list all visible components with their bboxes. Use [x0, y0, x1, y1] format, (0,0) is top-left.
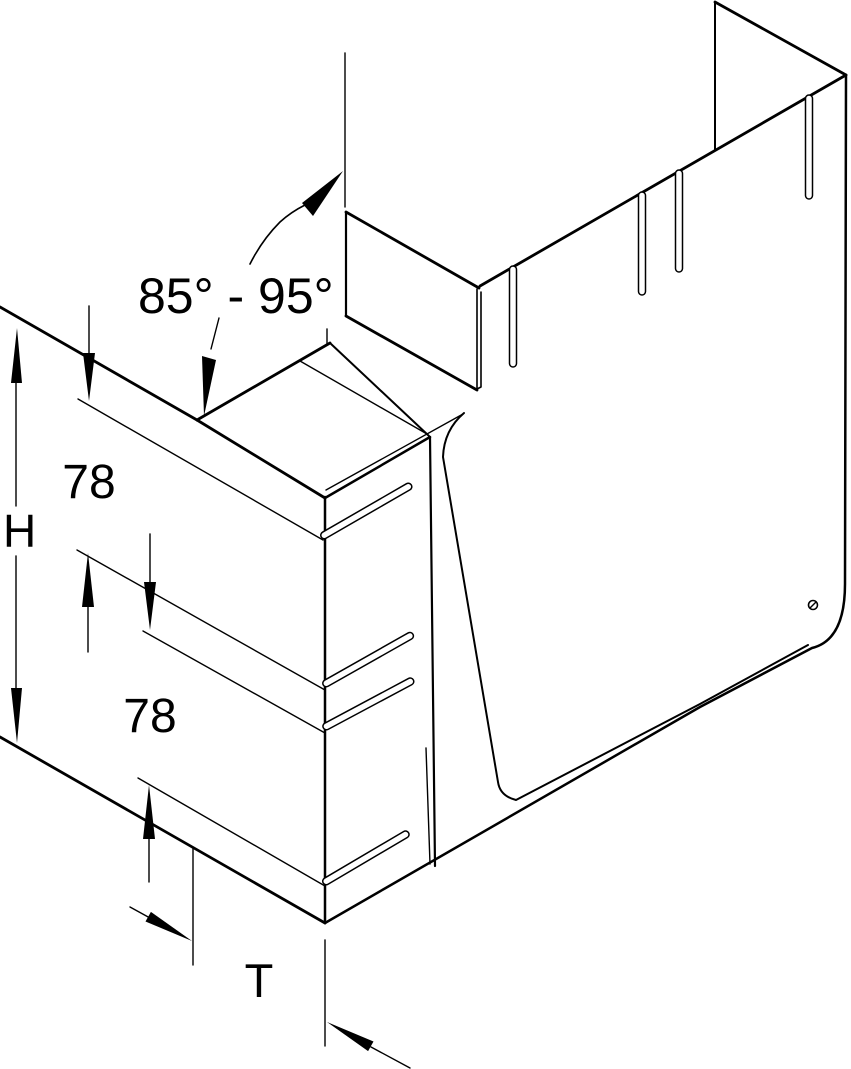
angle-range-label: 85° - 95° [138, 268, 334, 324]
front-top-edge-inner [325, 413, 464, 491]
slot-reference-line [77, 398, 324, 541]
front-slot [322, 677, 415, 731]
angle-leader-line [210, 317, 220, 350]
angle-arrowhead [202, 356, 216, 416]
front-top-edge [323, 435, 432, 500]
dimension-H: H [3, 328, 36, 743]
dim-arrowhead-down [83, 353, 95, 401]
arm-bottom-edge [0, 735, 327, 925]
dim-arrowhead-left [327, 1022, 374, 1052]
spacing-upper-label: 78 [62, 456, 115, 509]
outer-wall [323, 0, 848, 925]
wall-inner-edge [442, 412, 809, 801]
front-slot [320, 482, 413, 540]
dim-arrowhead-down [144, 582, 156, 630]
flap-bottom-edge [344, 314, 479, 392]
dim-arrowhead-up [143, 785, 155, 839]
height-label: H [3, 505, 36, 557]
hinge-fold-edge [195, 418, 327, 500]
dimension-78-lower: 78 [123, 533, 177, 883]
dim-shaft [370, 1046, 411, 1069]
front-right-edge [428, 435, 437, 868]
dimension-78-upper: 78 [62, 305, 116, 653]
joint-flap [344, 210, 482, 392]
slot-reference-line [142, 630, 326, 734]
front-right-edge-inner [425, 747, 431, 865]
flap-right-edge [476, 288, 482, 390]
dim-shaft [129, 906, 151, 919]
corner-front-face [320, 435, 437, 925]
slot-reference-line [137, 777, 326, 887]
rotation-arc [249, 204, 306, 265]
front-slot [322, 631, 415, 688]
wall-outer-boundary [323, 73, 848, 925]
top-face-fold-line [299, 360, 428, 435]
top-face-rear-edge [195, 341, 332, 422]
wall-tab-top-edge [713, 0, 848, 77]
depth-label: T [245, 954, 274, 1007]
rotation-arrowhead [302, 171, 343, 216]
dim-arrowhead-down [11, 688, 22, 743]
angle-annotation: 85° - 95° [138, 52, 346, 416]
dim-arrowhead-up [11, 328, 22, 383]
wall-slot [637, 191, 647, 296]
wall-top-edge [478, 73, 848, 288]
dimension-T: T [129, 847, 411, 1069]
flap-top-edge [344, 210, 481, 290]
corner-top-face [195, 328, 464, 500]
top-face-fold-lip [329, 342, 430, 437]
front-slot [321, 830, 410, 886]
left-arm [0, 305, 327, 925]
dim-arrowhead-up [82, 553, 94, 607]
wall-slot [508, 265, 518, 368]
screw-hole [807, 599, 819, 611]
wall-slot [674, 169, 684, 273]
slot-reference-line [76, 549, 326, 691]
spacing-lower-label: 78 [123, 690, 176, 743]
wall-slot [804, 94, 814, 200]
screw-slot-mark [809, 601, 817, 609]
arm-top-edge [0, 305, 199, 422]
dim-arrowhead-right [145, 911, 192, 941]
